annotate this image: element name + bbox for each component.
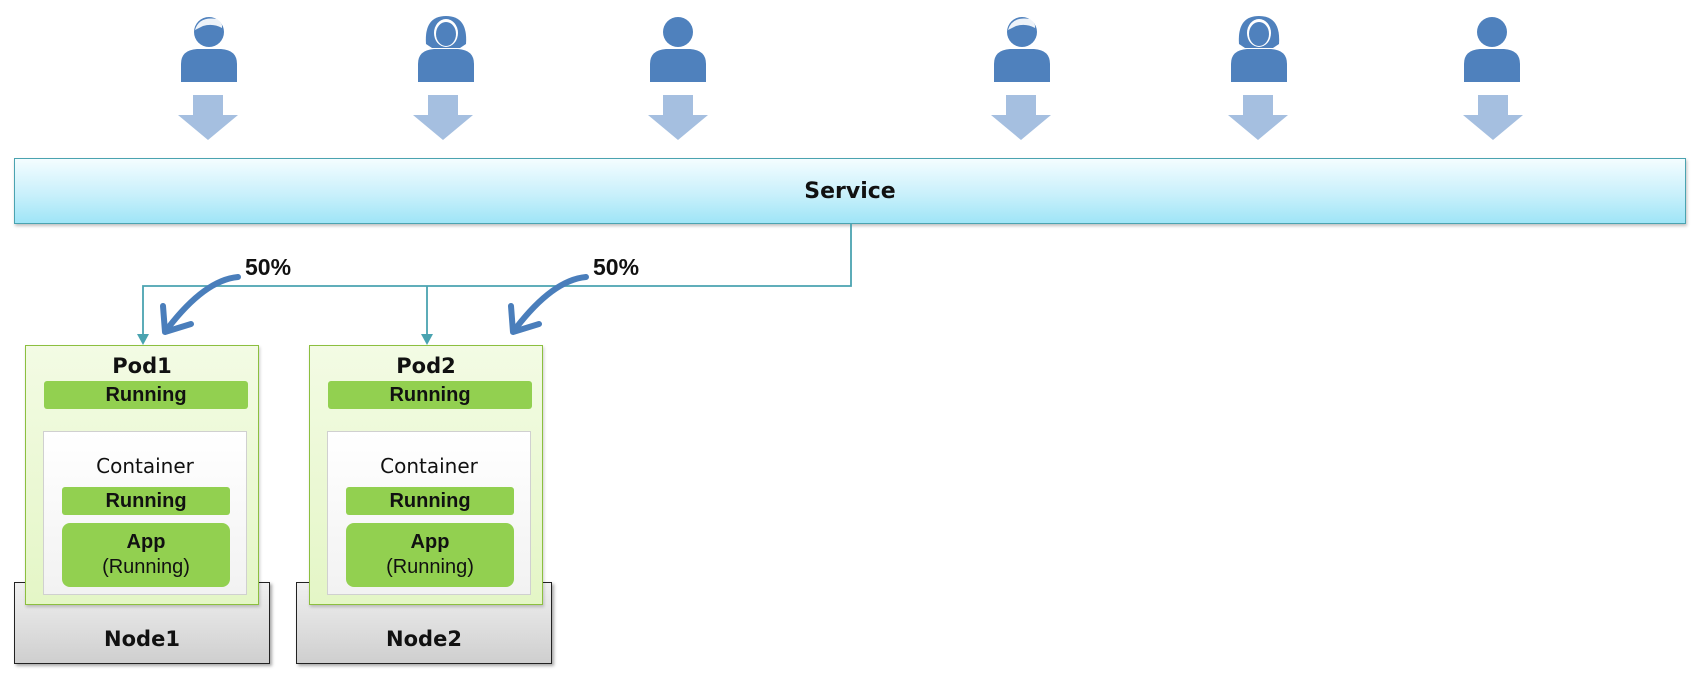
split-percent-right: 50% [593,254,640,280]
user-3 [646,14,710,84]
container-label: Container [96,454,194,478]
male-user-icon [181,17,237,82]
down-arrow-icon [178,95,238,140]
down-arrow-icon [413,95,473,140]
pod-status-badge: Running [44,381,248,409]
generic-user-icon [1464,17,1520,82]
pod-2: Pod2 Running Container Running App (Runn… [309,345,543,605]
generic-user-icon [650,17,706,82]
user-5 [1227,14,1291,84]
down-arrow-icon [991,95,1051,140]
app-box: App (Running) [62,523,230,587]
down-arrow-icon [1463,95,1523,140]
pod-title: Pod1 [112,354,172,378]
service-box: Service [14,158,1686,224]
user-4 [990,14,1054,84]
container-label: Container [380,454,478,478]
curved-arrow-icon [160,274,589,335]
app-box: App (Running) [346,523,514,587]
container-box: Container Running App (Running) [43,431,247,595]
user-1 [177,14,241,84]
connector-arrowheads [137,334,433,345]
user-2 [414,14,478,84]
pod-title: Pod2 [396,354,456,378]
down-arrow-icon [648,95,708,140]
service-label: Service [804,178,896,204]
split-percent-left: 50% [245,254,292,280]
app-title: App [410,531,450,553]
down-arrow-icon [1228,95,1288,140]
app-status: (Running) [386,556,474,578]
female-user-icon [418,16,474,82]
node-label: Node1 [104,627,180,651]
container-status-badge: Running [62,487,230,515]
female-user-icon [1231,16,1287,82]
container-box: Container Running App (Running) [327,431,531,595]
pod-status-badge: Running [328,381,532,409]
male-user-icon [994,17,1050,82]
user-6 [1460,14,1524,84]
app-title: App [126,531,166,553]
app-status: (Running) [102,556,190,578]
pod-1: Pod1 Running Container Running App (Runn… [25,345,259,605]
container-status-badge: Running [346,487,514,515]
node-label: Node2 [386,627,462,651]
